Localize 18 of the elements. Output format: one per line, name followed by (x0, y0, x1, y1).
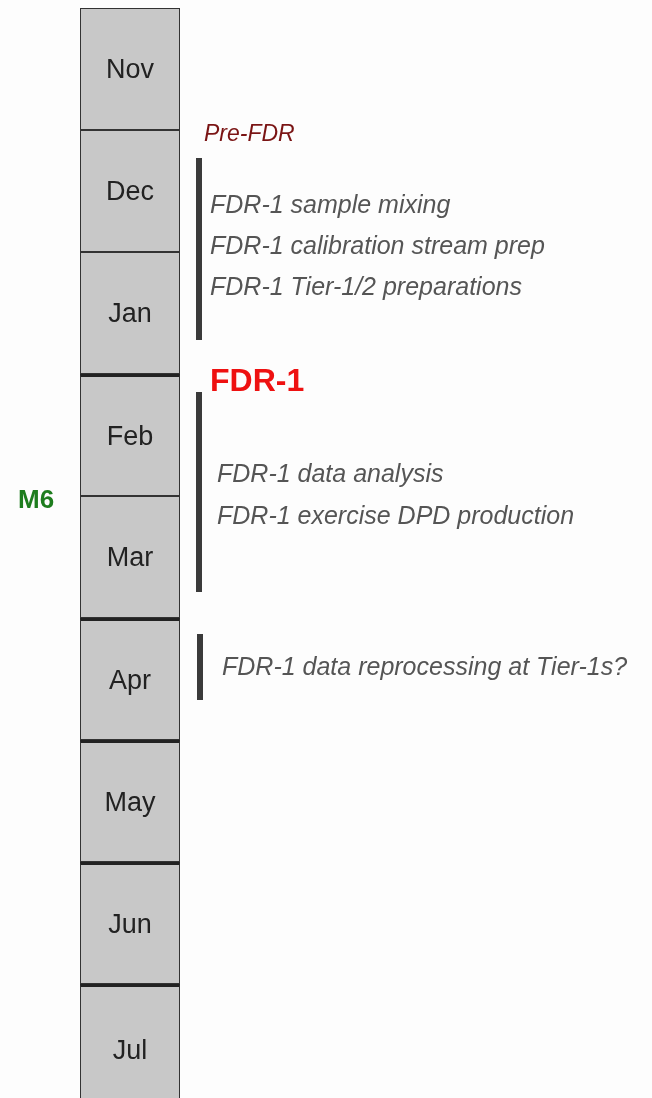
month-cell: May (80, 740, 180, 862)
month-cell: Dec (80, 130, 180, 252)
task-text: FDR-1 data reprocessing at Tier-1s? (222, 652, 628, 681)
task-text: FDR-1 Tier-1/2 preparations (210, 272, 522, 301)
month-cell: Apr (80, 618, 180, 740)
month-cell: Jan (80, 252, 180, 374)
phase-heading: FDR-1 (210, 362, 305, 399)
task-text: FDR-1 data analysis (217, 459, 444, 488)
month-cell: Mar (80, 496, 180, 618)
milestone-label: M6 (18, 484, 55, 515)
phase-heading: Pre-FDR (204, 120, 295, 147)
month-cell: Jun (80, 862, 180, 984)
month-cell: Nov (80, 8, 180, 130)
task-text: FDR-1 calibration stream prep (210, 231, 545, 260)
month-cell: Feb (80, 374, 180, 496)
task-text: FDR-1 sample mixing (210, 190, 451, 219)
task-text: FDR-1 exercise DPD production (217, 501, 575, 530)
month-cell: Jul (80, 984, 180, 1098)
